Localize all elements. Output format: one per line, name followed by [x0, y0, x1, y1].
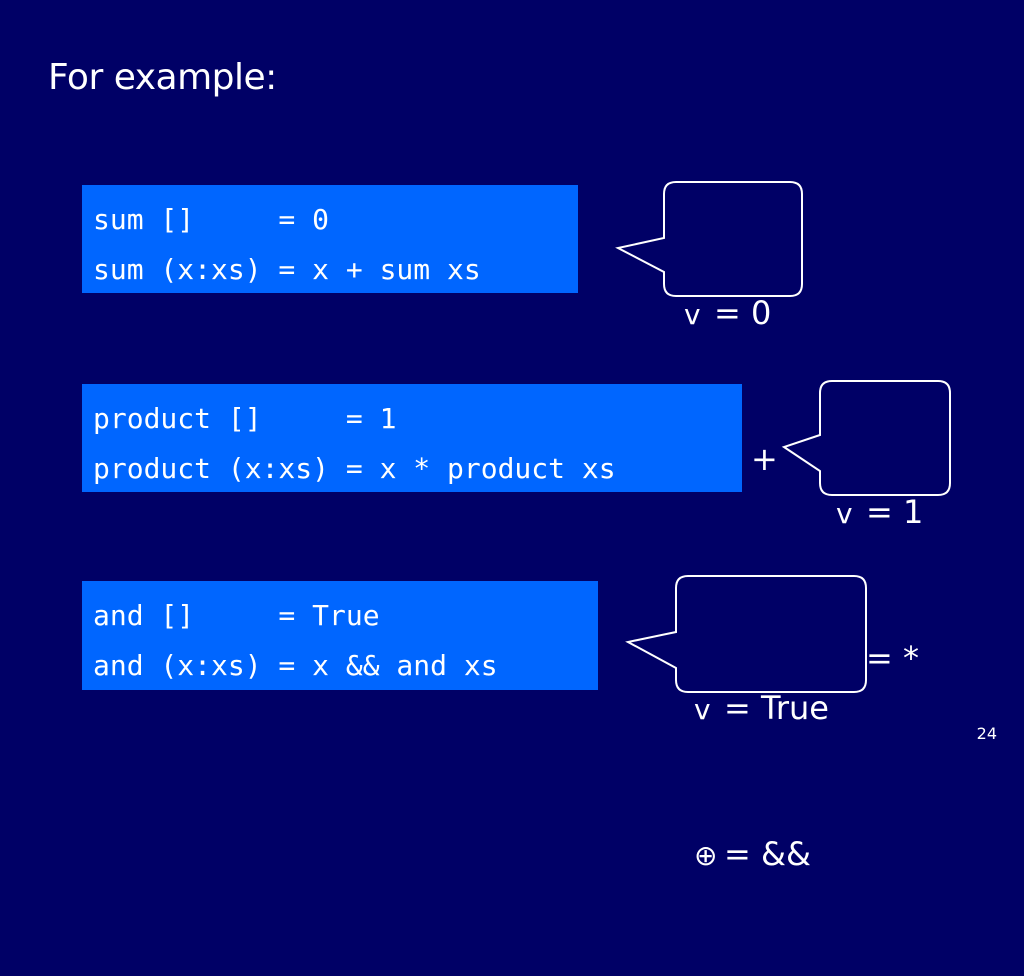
v-symbol: v — [836, 497, 853, 530]
page-number: 24 — [976, 724, 997, 743]
v-symbol: v — [684, 298, 701, 331]
slide: For example: sum [] = 0 sum (x:xs) = x +… — [48, 57, 997, 873]
op-value: = && — [724, 835, 811, 873]
op-value: = * — [866, 639, 919, 677]
callout-bubble-product — [781, 380, 951, 496]
code-line: sum (x:xs) = x + sum xs — [93, 253, 481, 286]
code-line: and (x:xs) = x && and xs — [93, 649, 498, 682]
code-line: sum [] = 0 — [93, 203, 330, 236]
code-block-product: product [] = 1 product (x:xs) = x * prod… — [82, 384, 742, 492]
code-block-and: and [] = True and (x:xs) = x && and xs — [82, 581, 598, 690]
callout-text-and: v = True ⊕= && — [694, 588, 829, 976]
v-value: = True — [724, 689, 829, 727]
code-block-sum: sum [] = 0 sum (x:xs) = x + sum xs — [82, 185, 578, 293]
code-line: product (x:xs) = x * product xs — [93, 452, 616, 485]
code-line: and [] = True — [93, 599, 380, 632]
code-line: product [] = 1 — [93, 402, 397, 435]
slide-title: For example: — [48, 57, 277, 98]
oplus-symbol: ⊕ — [694, 839, 718, 872]
v-value: = 0 — [714, 294, 772, 332]
v-value: = 1 — [866, 493, 924, 531]
callout-bubble-sum — [615, 181, 803, 297]
callout-bubble-and — [625, 575, 867, 693]
v-symbol: v — [694, 693, 711, 726]
